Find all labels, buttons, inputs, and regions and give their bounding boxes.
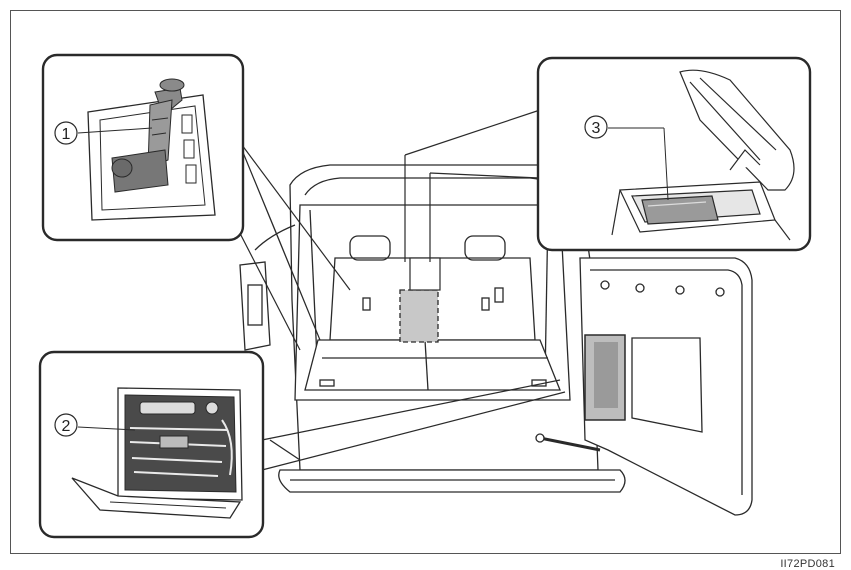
figure-code: II72PD081 bbox=[780, 558, 835, 570]
jack-illustration bbox=[111, 78, 185, 193]
center-headrest bbox=[409, 257, 441, 291]
inset-3: 3 bbox=[404, 56, 812, 262]
callout-1-label: 1 bbox=[62, 126, 71, 143]
center-console-box-location bbox=[399, 289, 439, 343]
vehicle-rear bbox=[239, 164, 626, 493]
back-door bbox=[535, 257, 753, 516]
tools-illustration bbox=[129, 401, 233, 477]
callout-2-label: 2 bbox=[62, 418, 71, 435]
inset-1: 1 bbox=[41, 53, 351, 351]
console-box-illustration bbox=[611, 69, 795, 241]
inset-2: 2 bbox=[38, 350, 566, 539]
callout-3-label: 3 bbox=[592, 120, 601, 137]
